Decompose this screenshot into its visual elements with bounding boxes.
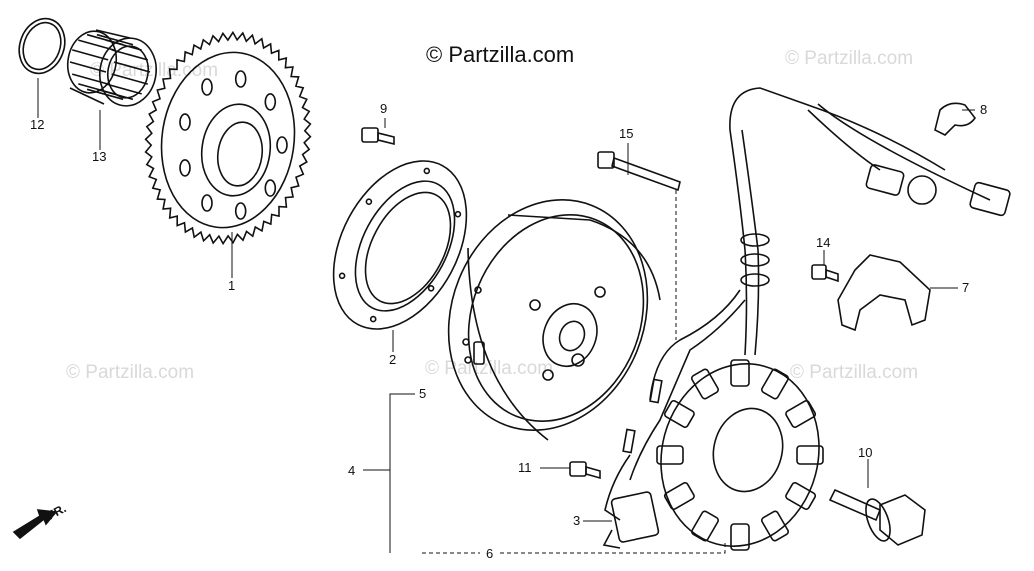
callout-1: 1 bbox=[228, 278, 235, 293]
callout-7: 7 bbox=[962, 280, 969, 295]
wire-harness bbox=[605, 88, 1011, 520]
stator-coil bbox=[731, 524, 749, 550]
stator-coil bbox=[797, 446, 823, 464]
gear-hole bbox=[202, 79, 212, 95]
callout-15: 15 bbox=[619, 126, 633, 141]
callout-12: 12 bbox=[30, 117, 44, 132]
part-7-wire-guide bbox=[838, 255, 930, 330]
part-13-needle-bearing bbox=[63, 27, 161, 110]
stator-coil bbox=[664, 400, 696, 429]
watermark: © Partzilla.com bbox=[425, 358, 554, 379]
callout-6: 6 bbox=[486, 546, 493, 561]
clutch-bolt-hole bbox=[371, 317, 376, 322]
stator bbox=[641, 346, 839, 564]
clutch-bolt-hole bbox=[429, 286, 434, 291]
part-3-pulse-generator bbox=[604, 491, 659, 548]
part-2-one-way-clutch bbox=[307, 138, 494, 351]
stator-coil bbox=[731, 360, 749, 386]
stator-coil bbox=[761, 510, 790, 542]
stator-coil bbox=[691, 368, 720, 400]
gear-hole bbox=[202, 195, 212, 211]
stator-coil bbox=[691, 510, 720, 542]
clutch-bolt-hole bbox=[366, 199, 371, 204]
part-11-bolt bbox=[570, 462, 600, 478]
callout-14: 14 bbox=[816, 235, 830, 250]
part-10-flange-bolt bbox=[830, 490, 925, 545]
gear-hole bbox=[277, 137, 287, 153]
part-9-bolt bbox=[362, 128, 394, 144]
part-14-bolt bbox=[812, 265, 838, 281]
gear-hole bbox=[265, 94, 275, 110]
stator-coil bbox=[785, 482, 817, 511]
callout-11: 11 bbox=[518, 460, 532, 475]
callout-numbers: 12 13 1 9 2 15 14 7 8 10 11 3 5 4 6 bbox=[30, 101, 987, 561]
gear-hole bbox=[236, 203, 246, 219]
gear-hole bbox=[236, 71, 246, 87]
watermark: © Partzilla.com bbox=[66, 362, 195, 383]
callout-10: 10 bbox=[858, 445, 872, 460]
flywheel-rotor bbox=[415, 170, 681, 461]
clutch-bolt-hole bbox=[455, 212, 460, 217]
watermark: © Partzilla.com bbox=[790, 362, 919, 383]
part-12-snap-ring bbox=[12, 12, 72, 80]
gear-hole bbox=[265, 180, 275, 196]
clutch-bolt-hole bbox=[340, 273, 345, 278]
gear-hole bbox=[180, 160, 190, 176]
callout-5: 5 bbox=[419, 386, 426, 401]
stator-coil bbox=[664, 482, 696, 511]
clutch-bolt-hole bbox=[424, 168, 429, 173]
callout-9: 9 bbox=[380, 101, 387, 116]
part-1-starter-gear bbox=[146, 32, 311, 243]
leader-lines bbox=[38, 78, 975, 553]
front-direction-arrow bbox=[14, 510, 56, 538]
callout-8: 8 bbox=[980, 102, 987, 117]
callout-3: 3 bbox=[573, 513, 580, 528]
stator-coil bbox=[785, 400, 817, 429]
stator-coil bbox=[657, 446, 683, 464]
watermark: © Partzilla.com bbox=[785, 48, 914, 69]
callout-2: 2 bbox=[389, 352, 396, 367]
callout-13: 13 bbox=[92, 149, 106, 164]
callout-4: 4 bbox=[348, 463, 355, 478]
part-15-bolt bbox=[598, 152, 680, 190]
gear-hole bbox=[180, 114, 190, 130]
part-8-clamp bbox=[935, 103, 975, 135]
stator-coil bbox=[761, 368, 790, 400]
copyright-text: © Partzilla.com bbox=[426, 42, 575, 67]
